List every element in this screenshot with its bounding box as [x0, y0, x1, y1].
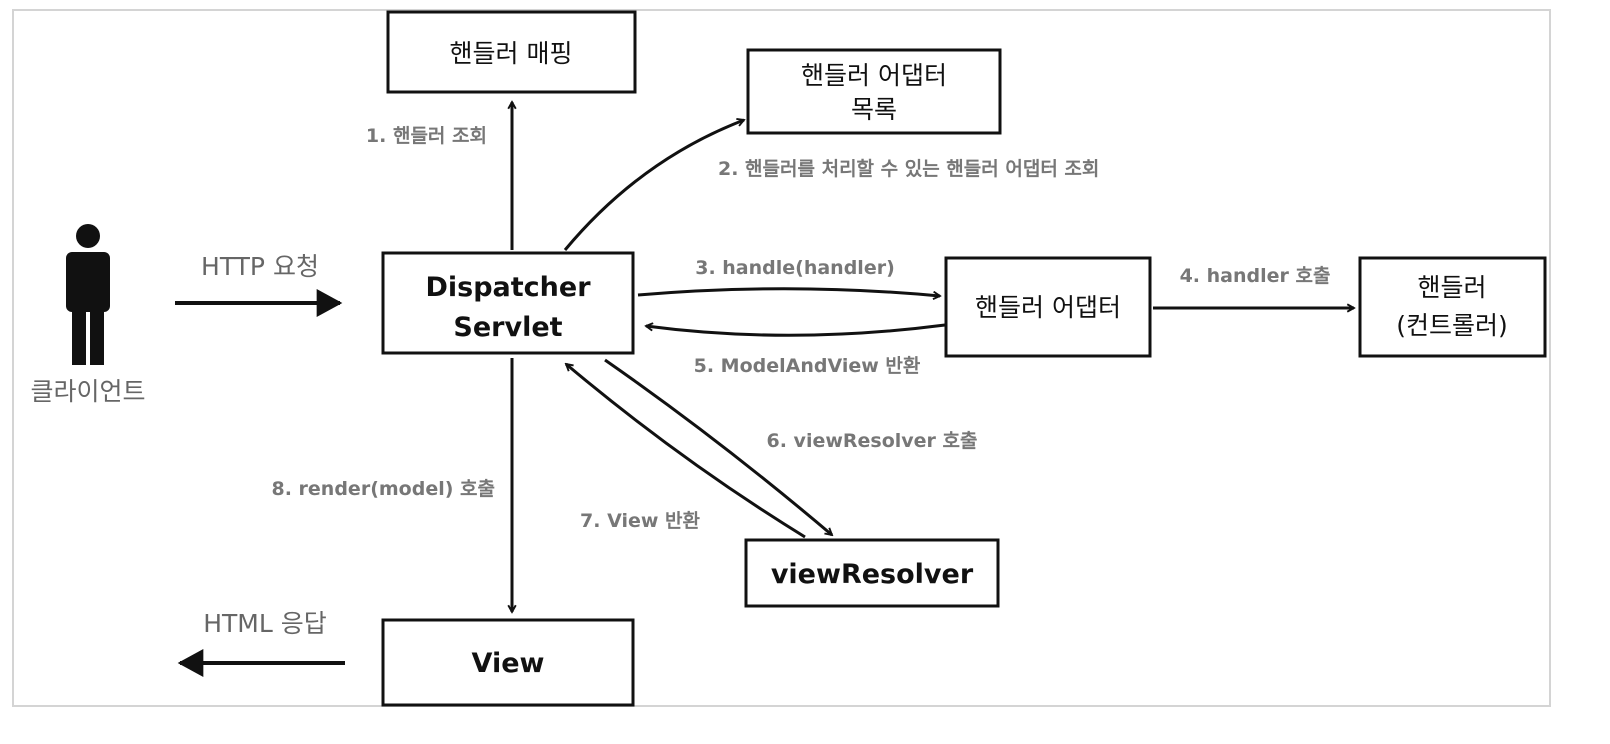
handler-adapter-box: 핸들러 어댑터 [944, 256, 1152, 358]
svg-text:View: View [472, 648, 545, 679]
dispatcher-servlet-box: Dispatcher Servlet [381, 251, 635, 355]
step-4-label: 4. handler 호출 [1180, 265, 1331, 287]
arrow-step-7 [566, 364, 806, 539]
handler-controller-box: 핸들러 (컨트롤러) [1358, 256, 1547, 358]
svg-text:핸들러: 핸들러 [1417, 273, 1486, 302]
arrow-step-6 [604, 358, 832, 535]
step-3-label: 3. handle(handler) [695, 257, 895, 279]
svg-text:핸들러 어댑터: 핸들러 어댑터 [975, 293, 1121, 322]
http-request-label: HTTP 요청 [201, 252, 319, 281]
handler-adapter-list-box: 핸들러 어댑터 목록 [746, 48, 1002, 135]
svg-text:목록: 목록 [851, 95, 897, 124]
step-6-label: 6. viewResolver 호출 [767, 430, 978, 452]
handler-mapping-box: 핸들러 매핑 [386, 10, 637, 94]
step-2-label: 2. 핸들러를 처리할 수 있는 핸들러 어댑터 조회 [718, 157, 1099, 180]
client-label: 클라이언트 [30, 377, 145, 406]
arrow-step-5 [646, 325, 946, 337]
step-8-label: 8. render(model) 호출 [272, 478, 496, 500]
view-resolver-box: viewResolver [744, 538, 1000, 608]
html-response-label: HTML 응답 [203, 609, 327, 638]
step-1-label: 1. 핸들러 조회 [366, 125, 487, 147]
svg-text:viewResolver: viewResolver [771, 559, 974, 590]
person-icon [66, 224, 110, 365]
svg-text:Dispatcher: Dispatcher [425, 272, 591, 303]
svg-text:핸들러 어댑터: 핸들러 어댑터 [801, 61, 947, 90]
step-5-label: 5. ModelAndView 반환 [694, 355, 921, 377]
svg-text:Servlet: Servlet [453, 312, 562, 343]
arrow-step-3 [637, 287, 940, 296]
view-box: View [381, 618, 635, 707]
step-7-label: 7. View 반환 [580, 510, 700, 532]
svg-text:(컨트롤러): (컨트롤러) [1396, 311, 1508, 340]
svg-text:핸들러 매핑: 핸들러 매핑 [450, 39, 573, 68]
arrow-step-2 [563, 120, 744, 251]
